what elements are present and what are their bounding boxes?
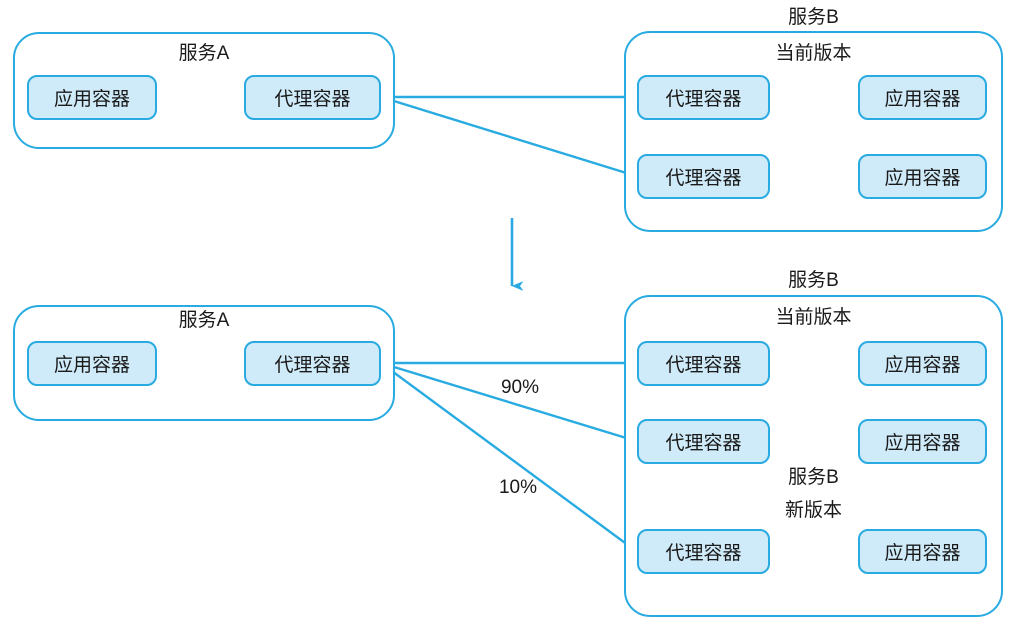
bottom-service-a-app-container: 应用容器 — [27, 341, 157, 386]
top-service-b-row1-app-container: 应用容器 — [858, 75, 987, 120]
bottom-service-a-caption: 服务A — [178, 310, 230, 331]
top-service-b-caption: 服务B — [788, 7, 839, 28]
bottom-service-a-proxy-container: 代理容器 — [244, 341, 381, 386]
top-service-b-row2-app-container: 应用容器 — [858, 154, 987, 199]
bottom-service-b-version-caption: 当前版本 — [775, 307, 852, 328]
bottom-service-b-caption: 服务B — [788, 270, 839, 291]
bottom-service-b-new-version-caption: 新版本 — [784, 500, 842, 521]
traffic-weight-10: 10% — [498, 477, 538, 498]
bottom-service-b-row1-proxy-container: 代理容器 — [637, 341, 770, 386]
top-service-b-row2-proxy-container: 代理容器 — [637, 154, 770, 199]
bottom-service-b-row2-proxy-container: 代理容器 — [637, 419, 770, 464]
top-service-b-row1-proxy-container: 代理容器 — [637, 75, 770, 120]
top-service-a-app-container: 应用容器 — [27, 75, 157, 120]
traffic-weight-90: 90% — [500, 377, 540, 398]
bottom-service-b-row2-app-container: 应用容器 — [858, 419, 987, 464]
bottom-service-b-row1-app-container: 应用容器 — [858, 341, 987, 386]
bottom-service-b-row3-proxy-container: 代理容器 — [637, 529, 770, 574]
bottom-service-b-row3-app-container: 应用容器 — [858, 529, 987, 574]
top-service-a-caption: 服务A — [178, 43, 230, 64]
bottom-egress-connector-2 — [380, 361, 637, 443]
bottom-service-b-new-caption: 服务B — [788, 467, 839, 488]
top-service-b-version-caption: 当前版本 — [775, 43, 852, 64]
top-egress-connector-2 — [380, 95, 637, 178]
top-service-a-proxy-container: 代理容器 — [244, 75, 381, 120]
